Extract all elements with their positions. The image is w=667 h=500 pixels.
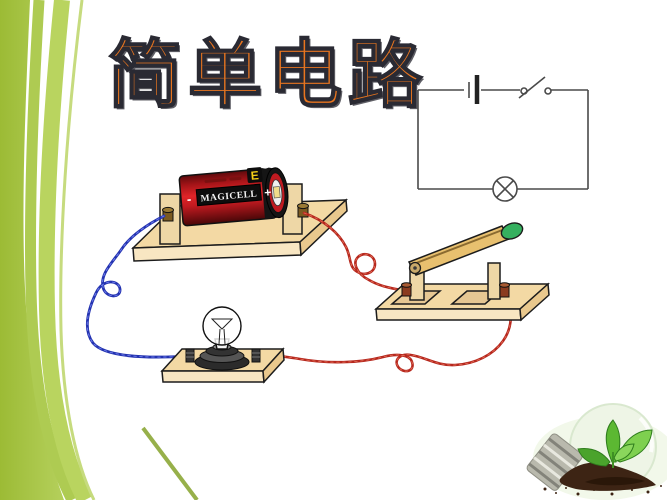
soil-specks [543, 485, 662, 496]
schematic-battery-symbol [468, 75, 480, 104]
battery-terminal-right [297, 202, 309, 218]
schematic-switch-symbol [518, 76, 552, 99]
battery-brand-text: MAGICELL [200, 189, 257, 204]
eco-bulb-plant-decoration [526, 403, 667, 500]
battery-minus-text: - [186, 191, 192, 206]
battery-terminal-left [162, 206, 174, 222]
bulb-terminal-right [251, 348, 261, 363]
plant-leaves [577, 419, 653, 468]
knife-switch-on-stand [374, 222, 550, 322]
switch-terminal-right [499, 282, 510, 298]
wire-blue [85, 214, 192, 359]
slide-title: 简单电路 [107, 34, 428, 118]
battery-label: MAGICELL - + [186, 183, 272, 207]
battery-on-stand: MAGICELL - + E [131, 164, 349, 262]
battery-plus-text: + [264, 185, 272, 200]
switch-terminal-left [401, 282, 412, 297]
bulb-on-stand [160, 306, 285, 384]
switch-knob [500, 222, 524, 240]
schematic-lamp-symbol [492, 176, 518, 202]
bulb-filament [210, 318, 234, 345]
battery-logo: E [246, 167, 263, 184]
bulb-screw-base [526, 433, 583, 491]
left-decorative-swoosh [0, 0, 199, 500]
battery-body: MAGICELL - + E [178, 164, 289, 227]
circuit-schematic [417, 75, 589, 202]
switch-lever [407, 222, 524, 276]
battery-logo-letter: E [250, 168, 259, 183]
light-bulb [202, 306, 242, 350]
battery-fine-print [204, 176, 242, 183]
wire-red-switch-to-bulb [254, 294, 513, 373]
bulb-terminal-left [185, 348, 195, 363]
wire-red-battery-to-switch [302, 211, 408, 293]
